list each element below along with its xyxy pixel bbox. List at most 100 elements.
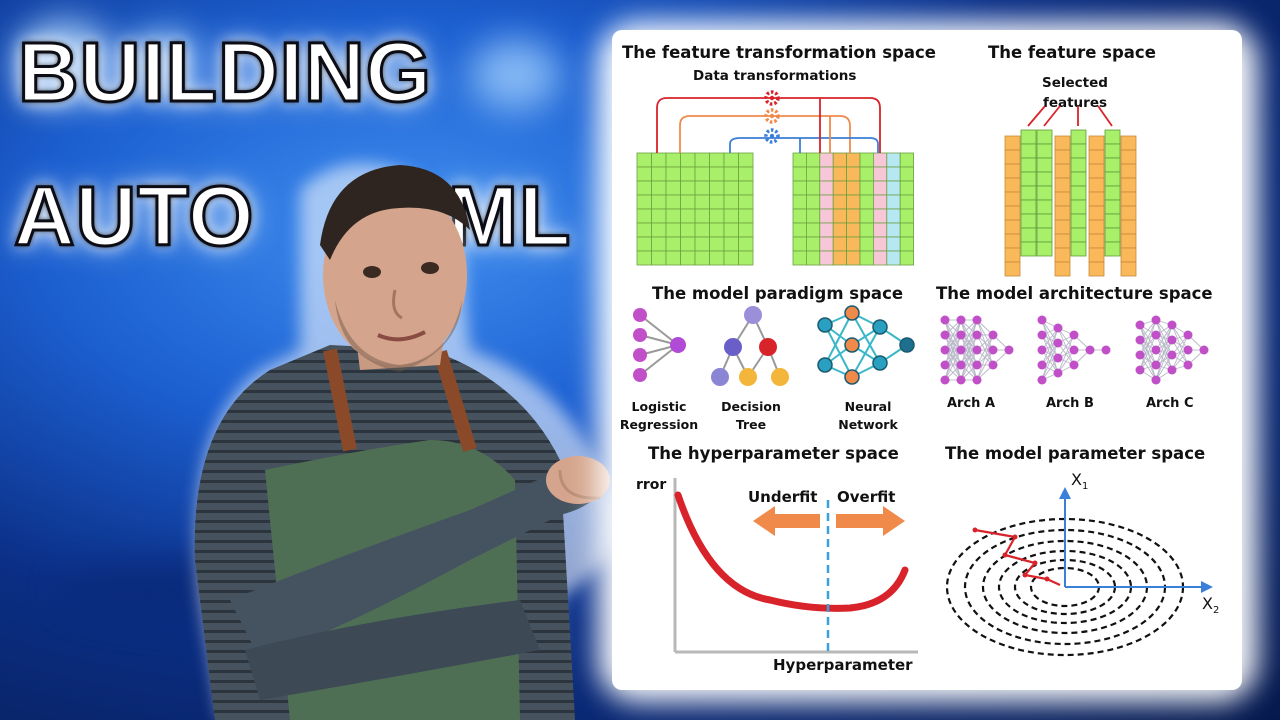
transformed-grid-cell [859, 208, 874, 224]
transformed-grid-cell [886, 166, 901, 182]
logistic-line1: Logistic [631, 399, 687, 414]
feature-cell [1020, 241, 1037, 257]
feature-cell [1088, 233, 1105, 249]
gear-icon [764, 108, 780, 124]
arch-node [1151, 375, 1161, 385]
arch-node [940, 375, 950, 385]
arch-edge [1041, 342, 1059, 381]
overfit-arrow [836, 506, 905, 536]
feature-cell [1120, 261, 1137, 277]
headline-ml: ML [446, 169, 572, 263]
feature-cell [1004, 261, 1021, 277]
arch-edge [1041, 357, 1059, 381]
nn-edge [851, 326, 881, 378]
source-grid-cell [665, 250, 681, 266]
transformed-grid-cell [872, 180, 888, 196]
feature-cell [1054, 261, 1071, 277]
light-glow [470, 40, 560, 110]
feature-cell [1054, 149, 1071, 165]
feature-cell [1036, 157, 1053, 173]
source-grid-cell [694, 250, 710, 266]
feature-cell [1004, 219, 1021, 235]
transformed-grid-cell [846, 152, 861, 168]
source-grid-cell [665, 194, 681, 210]
arch-node [1151, 345, 1161, 355]
arch-node [940, 345, 950, 355]
transformed-grid-cell [899, 250, 915, 266]
source-grid-cell [680, 152, 696, 168]
arch-node [1151, 360, 1161, 370]
transformed-grid-cell [846, 180, 861, 196]
source-grid-cell [709, 250, 725, 266]
logistic-line2: Regression [619, 417, 699, 433]
arch-node [1037, 360, 1047, 370]
source-grid-cell [680, 194, 696, 210]
transformed-grid-cell [819, 194, 834, 210]
transformed-grid-cell [792, 152, 807, 168]
feature-cell [1070, 227, 1087, 243]
arch-edge [976, 334, 994, 381]
arch-node [1085, 345, 1095, 355]
feature-cell [1104, 185, 1121, 201]
feature-cell [1054, 177, 1071, 193]
source-grid-cell [694, 166, 710, 182]
underfit-label: Underfit [748, 488, 818, 506]
feature-cell [1054, 247, 1071, 263]
transformed-grid-cell [832, 250, 847, 266]
transformed-grid-cell [886, 194, 901, 210]
transformed-grid-cell [805, 166, 821, 182]
feature-cell [1104, 143, 1121, 159]
arch-node [972, 315, 982, 325]
transformed-grid-cell [899, 180, 915, 196]
neural-line1: Neural [844, 399, 892, 414]
feature-cell [1088, 163, 1105, 179]
arch-edge [976, 334, 994, 366]
source-grid-cell [651, 236, 667, 252]
arch-node [1069, 330, 1079, 340]
source-grid-cell [680, 222, 696, 238]
source-grid-cell [694, 222, 710, 238]
data-transformations-subtitle: Data transformations [693, 68, 857, 84]
logistic-input-node [633, 348, 647, 362]
arch-node [972, 330, 982, 340]
underfit-arrow [753, 506, 820, 536]
arch-node [1037, 315, 1047, 325]
transformed-grid-cell [846, 250, 861, 266]
mp-axis-x-label: X2 [1202, 594, 1219, 616]
transformed-grid-cell [846, 194, 861, 210]
arch-node [1053, 368, 1063, 378]
feature-cell [1004, 247, 1021, 263]
feature-cell [1120, 135, 1137, 151]
source-grid-cell [636, 222, 652, 238]
source-grid-cell [738, 180, 754, 196]
gear-icon [764, 90, 780, 106]
feature-cell [1088, 205, 1105, 221]
tree-node [724, 338, 742, 356]
arch-node [1053, 353, 1063, 363]
overfit-label: Overfit [837, 488, 896, 506]
feature-cell [1036, 129, 1053, 145]
feature-cell [1020, 185, 1037, 201]
arch-edge [976, 349, 994, 381]
feature-cell [1104, 227, 1121, 243]
nn-node [872, 319, 888, 335]
presenter-illustration [194, 165, 610, 720]
transformed-grid-cell [886, 236, 901, 252]
arch-edge [1041, 327, 1059, 351]
arch-node [940, 360, 950, 370]
nn-edge [824, 324, 853, 378]
source-grid-cell [723, 222, 739, 238]
transformed-grid-cell [899, 194, 915, 210]
transformed-grid-cell [846, 208, 861, 224]
transformed-grid-cell [899, 208, 915, 224]
transformed-grid-cell [899, 152, 915, 168]
transformed-grid-cell [805, 152, 821, 168]
feature-cell [1120, 219, 1137, 235]
arch-edge [944, 334, 962, 381]
transformation-arrow [729, 137, 879, 153]
feature-cell [1088, 177, 1105, 193]
source-grid-cell [709, 180, 725, 196]
source-grid-cell [723, 250, 739, 266]
mp-x-letter: X [1202, 594, 1213, 613]
feature-cell [1088, 261, 1105, 277]
